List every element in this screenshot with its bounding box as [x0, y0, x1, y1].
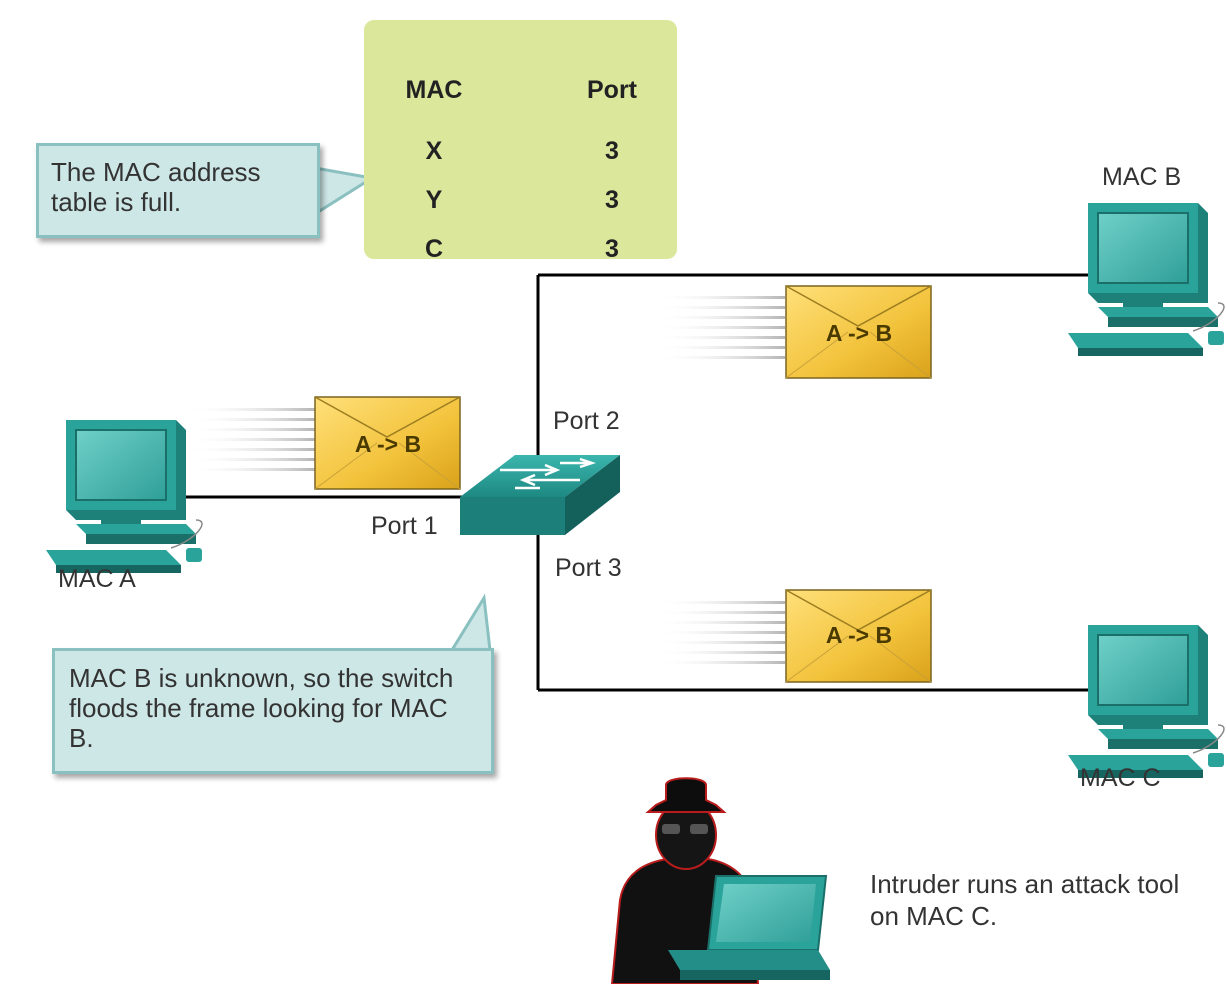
table-full-callout: The MAC address table is full.	[36, 143, 320, 238]
mac-column-header: MAC	[405, 76, 463, 104]
computer-a-icon	[45, 419, 203, 574]
network-links	[180, 273, 1100, 692]
intruder-icon	[610, 777, 830, 984]
computer-c-icon	[1067, 624, 1225, 779]
port-2-label: Port 2	[553, 407, 620, 435]
mac-address-table: MAC Port X 3 Y 3 C 3	[364, 20, 677, 263]
frame-to-mac-b: A -> B	[655, 285, 932, 379]
frame-to-mac-c: A -> B	[655, 589, 932, 683]
intruder-caption: Intruder runs an attack tool on MAC C.	[870, 869, 1180, 931]
computer-b-icon	[1067, 202, 1225, 357]
mac-a-label: MAC A	[58, 565, 136, 593]
port-column-header: Port	[587, 76, 637, 104]
table-row-mac: X	[425, 137, 443, 165]
callout-pointer-2	[449, 593, 492, 652]
table-row-port: 3	[605, 186, 619, 214]
frame-label-2: A -> B	[826, 320, 892, 346]
mac-c-label: MAC C	[1080, 764, 1161, 792]
frame-label-1: A -> B	[355, 431, 421, 457]
table-row-port: 3	[605, 137, 619, 165]
switch-icon	[460, 455, 620, 535]
port-3-label: Port 3	[555, 554, 622, 582]
table-row-mac: C	[424, 235, 444, 263]
frame-to-switch: A -> B	[185, 396, 461, 490]
flood-callout: MAC B is unknown, so the switch floods t…	[52, 648, 494, 774]
port-1-label: Port 1	[371, 512, 438, 540]
table-row-mac: Y	[425, 186, 443, 214]
frame-label-3: A -> B	[826, 622, 892, 648]
table-row-port: 3	[605, 235, 619, 263]
mac-b-label: MAC B	[1102, 163, 1182, 191]
